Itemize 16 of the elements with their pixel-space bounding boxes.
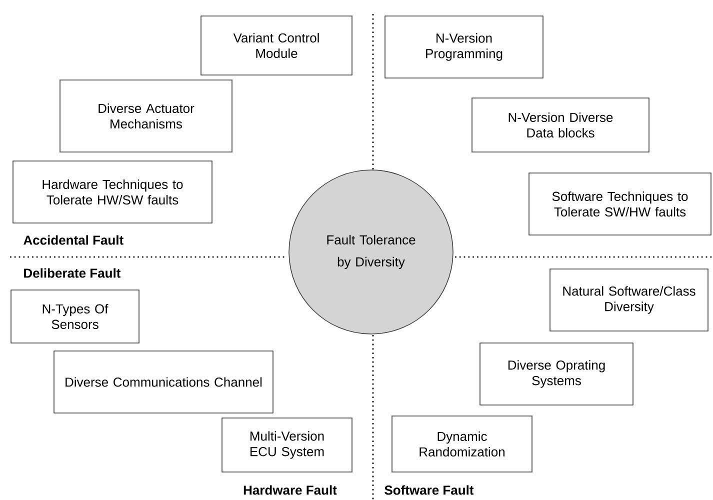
quadrant-label: Hardware Fault xyxy=(244,485,337,495)
text-box: Hardware Techniques to Tolerate HW/SW faults xyxy=(12,160,212,224)
quadrant-label: Accidental Fault xyxy=(24,235,124,245)
text-box: Diverse Communications Channel xyxy=(54,350,274,414)
text-box: N-Types Of Sensors xyxy=(10,290,140,344)
quadrant-label: Software Fault xyxy=(384,485,474,495)
text-box: N-Version Diverse Data blocks xyxy=(472,98,650,152)
text-box: Diverse Actuator Mechanisms xyxy=(60,80,232,152)
text-box: Diverse Oprating Systems xyxy=(480,342,634,406)
text-box: Software Techniques to Tolerate SW/HW faults xyxy=(528,172,712,236)
text-box: N-Version Programming xyxy=(384,16,544,78)
text-box: Dynamic Randomization xyxy=(392,416,532,472)
text-box: Multi-Version ECU System xyxy=(222,418,352,472)
text-box: Variant Control Module xyxy=(200,16,352,76)
quadrant-label: Deliberate Fault xyxy=(24,268,121,278)
text-box: Natural Software/Class Diversity xyxy=(550,268,708,332)
